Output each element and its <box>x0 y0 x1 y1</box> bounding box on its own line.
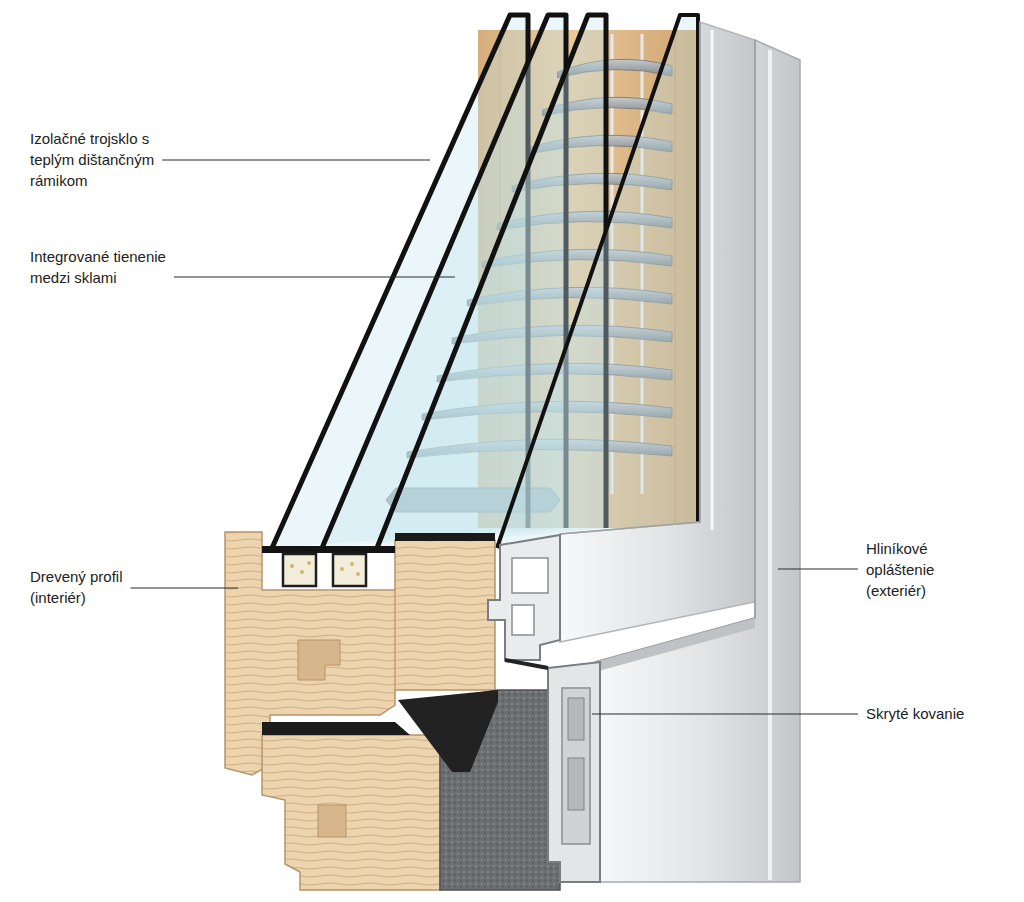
leader-line <box>131 587 238 588</box>
glass-panes <box>272 15 698 548</box>
wood-sash-section-part <box>262 546 395 553</box>
insulation-core-part <box>398 690 498 772</box>
glass-pane <box>497 15 698 548</box>
aluminium-profile-section <box>488 535 600 882</box>
part-label: Hliníkové opláštenie (exteriér) <box>866 538 976 601</box>
wood-frame-section-part <box>262 735 440 890</box>
aluminium-profile-section-part <box>505 660 548 668</box>
wood-frame-section <box>262 722 440 890</box>
aluminium-profile-section-part <box>512 605 534 635</box>
wood-frame-section-part <box>262 722 410 735</box>
aluminium-profile-section-part <box>548 662 600 882</box>
aluminium-profile-section-part <box>568 698 584 740</box>
part-label: Integrované tienenie medzi sklami <box>30 246 180 288</box>
aluminium-sash-cover-part <box>711 30 714 530</box>
warm-edge-spacer-part <box>340 567 344 571</box>
wood-frame-section-part <box>318 805 346 837</box>
part-label: Drevený profil (interiér) <box>30 566 150 608</box>
aluminium-frame-part <box>768 50 772 880</box>
aluminium-profile-section-part <box>512 558 548 593</box>
insulation-core <box>398 690 560 890</box>
leader-line <box>778 568 858 569</box>
wood-sash-section-part <box>395 533 495 541</box>
aluminium-sash-cover-part <box>560 22 755 642</box>
warm-edge-spacer-part <box>307 561 311 565</box>
aluminium-profile-section-part <box>488 535 560 660</box>
aluminium-frame-part <box>595 618 755 672</box>
leader-line <box>592 713 858 714</box>
leader-lines <box>131 160 858 714</box>
part-label: Izolačné trojsklo s teplým dištančným rá… <box>30 128 175 191</box>
part-label: Skryté kovanie <box>866 703 1016 724</box>
wood-sash-section-part <box>394 590 396 690</box>
aluminium-sash-cover <box>560 22 755 642</box>
aluminium-frame-part <box>595 40 800 882</box>
warm-edge-spacer-part <box>300 570 304 574</box>
aluminium-profile-section-part <box>568 758 584 810</box>
warm-edge-spacer-part <box>283 554 316 586</box>
aluminium-frame <box>595 40 800 882</box>
warm-edge-spacer-part <box>290 564 294 568</box>
warm-edge-spacer <box>283 554 366 586</box>
warm-edge-spacer-part <box>350 562 354 566</box>
leader-line <box>174 276 455 277</box>
wood-sash-section-part <box>298 640 340 680</box>
aluminium-profile-section-part <box>562 688 590 844</box>
warm-edge-spacer-part <box>356 572 360 576</box>
aluminium-frame-part <box>595 40 755 662</box>
warm-edge-spacer-part <box>333 554 366 586</box>
leader-line <box>162 159 430 160</box>
aluminium-sash-cover-part <box>560 22 700 534</box>
